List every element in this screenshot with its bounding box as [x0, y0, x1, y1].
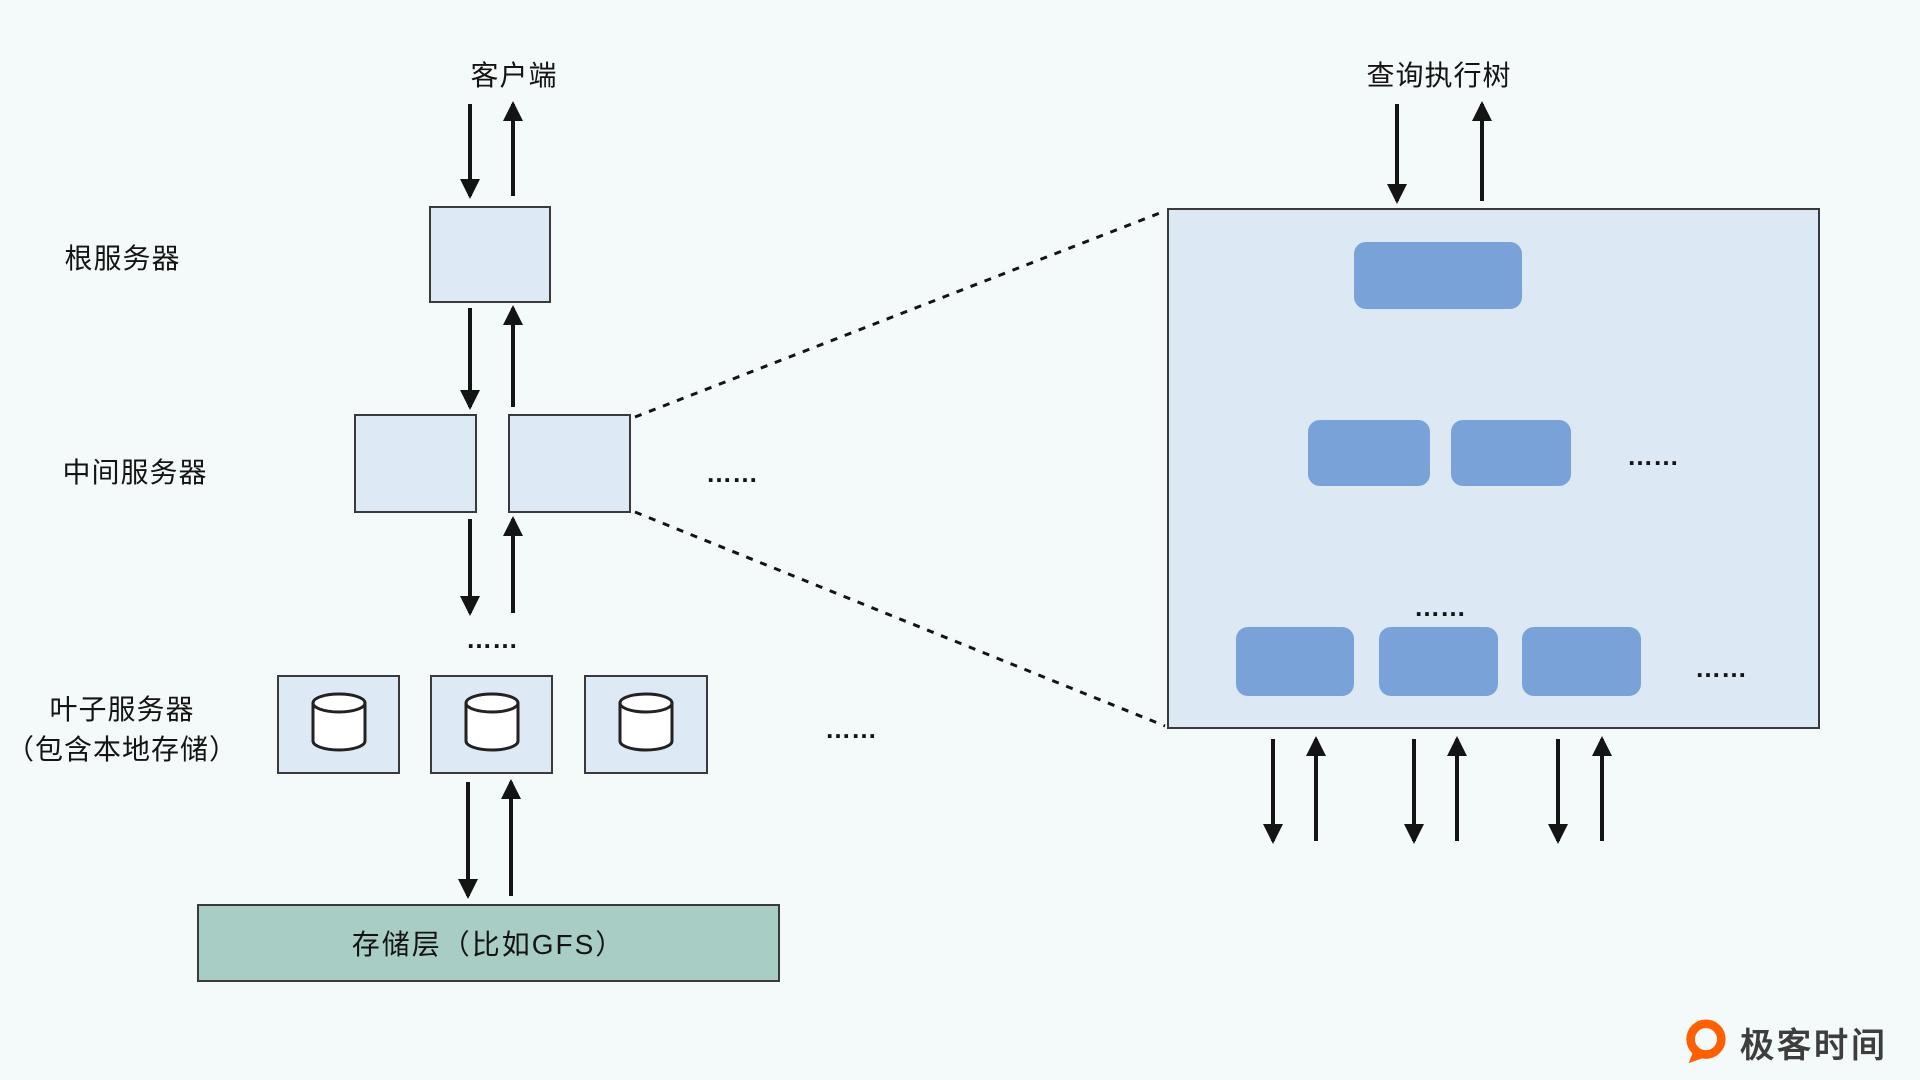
leaf-server-label-line2: （包含本地存储）	[5, 734, 238, 765]
leaf-server-box-3	[584, 675, 708, 774]
query-node-root	[1354, 242, 1522, 309]
database-icon	[464, 692, 519, 751]
root-server-box	[429, 206, 551, 303]
intermediate-server-box-2	[508, 414, 631, 513]
client-label: 客户端	[470, 60, 558, 91]
ellipsis-bottom-right: ……	[1695, 653, 1747, 683]
ellipsis-leaf-right: ……	[825, 714, 877, 744]
query-node-mid-2	[1451, 420, 1571, 486]
leaf-server-box-2	[430, 675, 553, 774]
root-server-label: 根服务器	[64, 243, 181, 274]
callout-dashed-bottom	[634, 510, 1166, 728]
geektime-logo-text: 极客时间	[1740, 1027, 1888, 1065]
storage-layer-label: 存储层（比如GFS）	[351, 929, 626, 960]
callout-dashed-top	[634, 209, 1166, 419]
leaf-server-label: 叶子服务器 （包含本地存储）	[0, 690, 244, 770]
leaf-server-box-1	[277, 675, 400, 774]
ellipsis-intermediate-right: ……	[706, 458, 758, 488]
query-node-leaf-2	[1379, 627, 1498, 696]
intermediate-server-box-1	[354, 414, 477, 513]
leaf-server-label-line1: 叶子服务器	[49, 694, 195, 725]
query-node-leaf-1	[1236, 627, 1354, 696]
database-icon	[618, 692, 674, 751]
database-icon	[311, 692, 366, 751]
storage-layer-box: 存储层（比如GFS）	[197, 904, 780, 982]
brand-footer: 极客时间	[1682, 1018, 1888, 1067]
geektime-logo-icon	[1686, 1019, 1726, 1063]
ellipsis-mid-right: ……	[1627, 441, 1679, 471]
query-node-mid-1	[1308, 420, 1430, 486]
query-node-leaf-3	[1522, 627, 1641, 696]
ellipsis-inner: ……	[1414, 592, 1466, 622]
ellipsis-between-levels: ……	[466, 624, 518, 654]
query-tree-title: 查询执行树	[1366, 60, 1512, 91]
intermediate-server-label: 中间服务器	[62, 457, 208, 488]
